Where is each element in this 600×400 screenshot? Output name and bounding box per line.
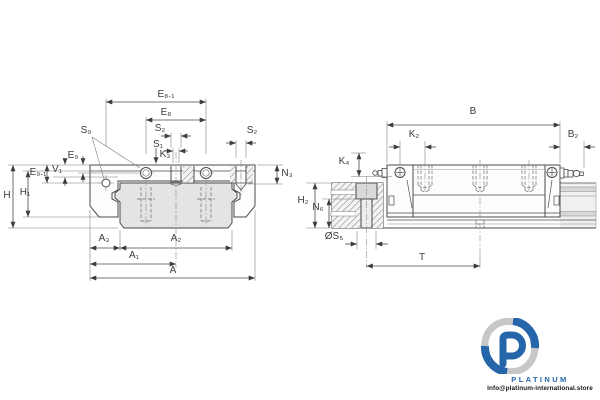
dim-label-t: T — [418, 252, 426, 263]
dim-label-h2: H₂ — [297, 195, 309, 206]
dim-label-s2-side: S₂ — [246, 125, 258, 136]
dim-label-e8-1: E₈.₁ — [157, 89, 175, 100]
dim-label-a2: A₂ — [170, 233, 182, 244]
end-cap-screw-right — [546, 167, 558, 178]
front-view-drawing — [89, 152, 256, 268]
dim-label-n6: N₆ — [312, 202, 324, 213]
carriage-side-outline — [386, 164, 561, 218]
dim-label-h: H — [3, 190, 11, 201]
side-view-dimensions — [306, 121, 595, 269]
dim-label-s5: ØS₅ — [324, 231, 344, 242]
dim-label-b2: B₂ — [567, 129, 579, 140]
dim-label-a1: A₁ — [128, 250, 140, 261]
lube-port-hole — [101, 178, 111, 188]
end-cap-screw-left — [394, 167, 406, 178]
mount-thread-hole-left — [140, 167, 152, 179]
dim-label-e9-1: E₉.₁ — [29, 167, 47, 178]
platinum-p-orbit-icon — [481, 318, 540, 374]
dim-label-v1: V₁ — [51, 164, 63, 175]
dim-label-n3: N₃ — [281, 168, 293, 179]
platinum-logo: PLATINUM Info@platinum-international.sto… — [475, 318, 600, 398]
dim-label-k3: K₃ — [159, 149, 171, 160]
mount-thread-hole-right — [200, 167, 212, 179]
dim-label-a: A — [169, 265, 177, 276]
front-view-dimensions — [8, 99, 283, 281]
dim-label-k4: K₄ — [338, 156, 350, 167]
logo-contact-text: Info@platinum-international.store — [487, 385, 593, 392]
dim-label-e9: E₉ — [67, 150, 79, 161]
dim-label-a3: A₃ — [98, 233, 110, 244]
dim-label-e8: E₈ — [160, 107, 172, 118]
dim-label-b: B — [469, 106, 477, 117]
side-view-drawing — [330, 160, 597, 268]
grease-nipple-left — [372, 168, 388, 178]
logo-brand-text: PLATINUM — [511, 375, 569, 384]
dim-label-h1: H₁ — [19, 187, 31, 198]
dim-label-s1: S₁ — [152, 139, 164, 150]
dim-label-s9: S₉ — [80, 125, 92, 136]
grease-nipple-right — [559, 167, 584, 179]
dim-label-s2-top: S₂ — [154, 123, 166, 134]
dim-label-k2: K₂ — [408, 129, 420, 140]
